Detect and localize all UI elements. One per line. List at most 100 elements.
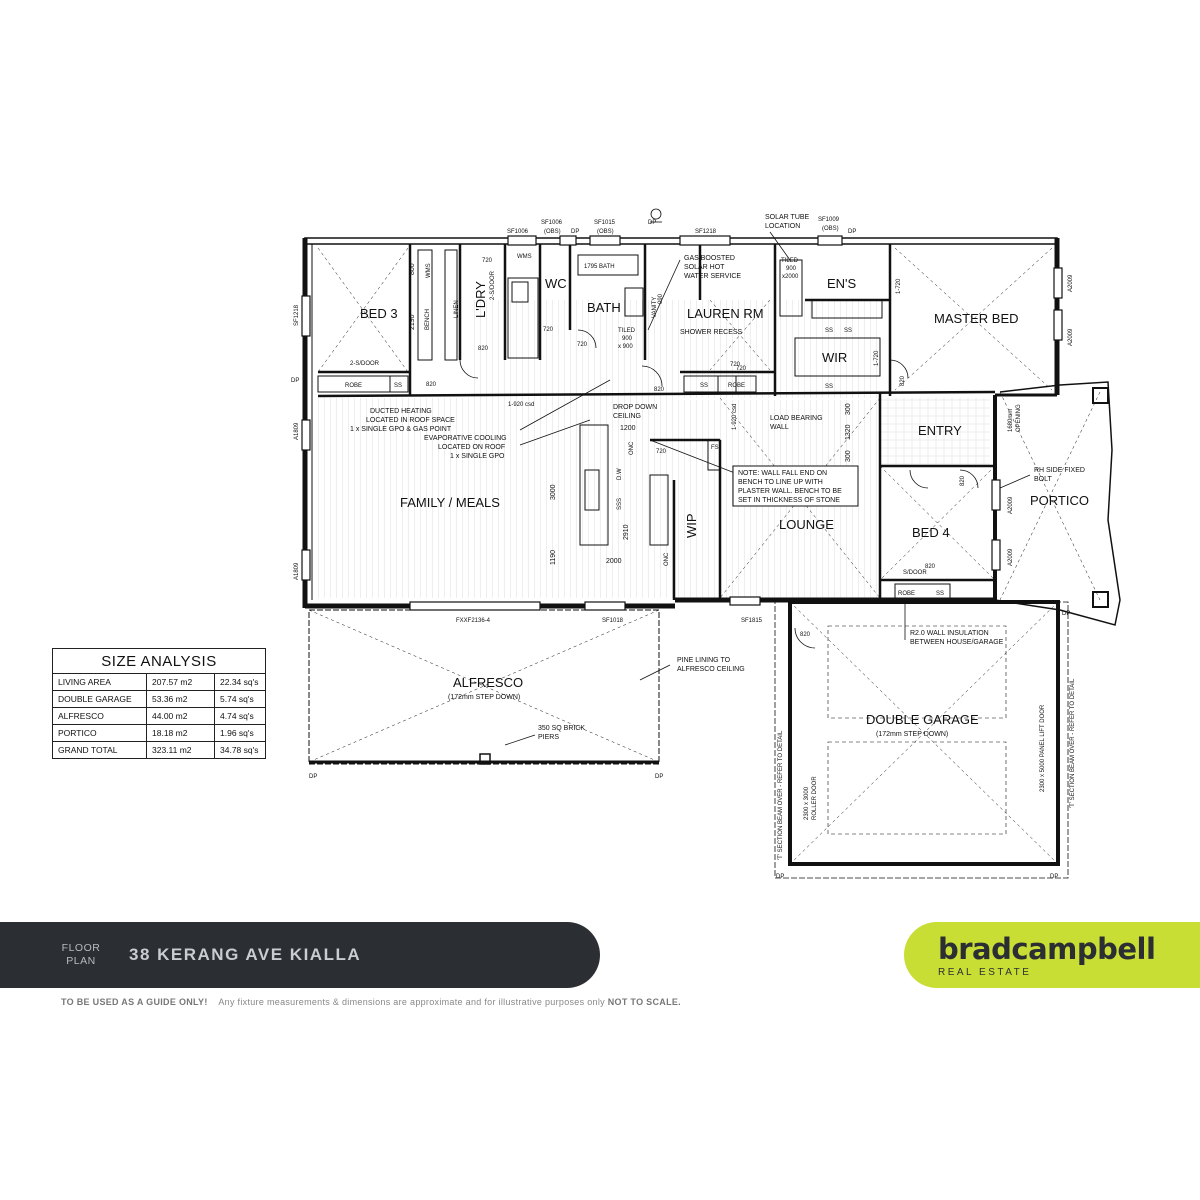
wall-note-line2: BENCH TO LINE UP WITH	[738, 479, 823, 486]
dim-2000: 2000	[606, 558, 622, 565]
dim-1-920-csd: 1-920 csd	[732, 404, 738, 430]
window-fxxf2136: FXXF2136-4	[456, 618, 491, 624]
window-a2009-c: A2009	[1008, 496, 1014, 514]
wall-note-line3: PLASTER WALL. BENCH TO BE	[738, 488, 842, 495]
garage-outline	[774, 600, 1069, 879]
dim-090: 090	[658, 293, 664, 304]
dim-820: 820	[426, 382, 437, 388]
row-sq: 1.96 sq's	[220, 728, 254, 738]
dim-300-b: 300	[845, 450, 852, 462]
note-drop-down-2: CEILING	[613, 413, 641, 420]
downpipe-marker: DP	[1050, 874, 1058, 880]
window-sf1006-obs: SF1006	[541, 220, 563, 226]
table-row: LIVING AREA 207.57 m2 22.34 sq's	[53, 674, 265, 691]
row-label: DOUBLE GARAGE	[53, 691, 147, 707]
alfresco-outline	[308, 609, 660, 765]
room-label-wc: WC	[545, 276, 567, 291]
downpipe-marker: DP	[848, 229, 856, 235]
banner-label-line2: PLAN	[66, 955, 96, 967]
alfresco-step-down: (172mm STEP DOWN)	[448, 694, 520, 701]
logo-subtitle: REAL ESTATE	[938, 967, 1032, 978]
note-ss-2: SS	[700, 383, 708, 389]
note-robe-3: ROBE	[898, 591, 915, 597]
dim-820: 820	[900, 375, 906, 386]
note-beam-right: 'T' SECTION BEAM OVER - REFER TO DETAIL	[1070, 678, 1076, 808]
note-gas-boosted-3: WATER SERVICE	[684, 273, 741, 280]
window-a1809-a: A1809	[294, 422, 300, 440]
dim-1190: 1190	[550, 550, 557, 565]
dim-800: 800	[409, 263, 416, 275]
dim-1320: 1320	[845, 424, 852, 440]
dim-1-920-csd: 1-920 csd	[508, 402, 534, 408]
note-ss-4: SS	[844, 328, 852, 334]
dim-1-720: 1-720	[874, 350, 880, 366]
window-a2009-b: A2009	[1068, 328, 1074, 346]
row-m2: 323.11 m2	[147, 742, 215, 758]
note-rh-side-bolt: RH SIDE FIXED	[1034, 467, 1085, 474]
row-sq: 22.34 sq's	[220, 677, 259, 687]
room-label-family-meals: FAMILY / MEALS	[400, 495, 500, 510]
floor-plan-banner: FLOOR PLAN 38 KERANG AVE KIALLA	[0, 922, 600, 988]
note-sdoor-1: 2-S/DOOR	[350, 361, 380, 367]
window-sf1006: SF1006	[507, 229, 529, 235]
dim-2910: 2910	[623, 524, 630, 540]
dim-1-720: 1-720	[896, 278, 902, 294]
dim-300: 300	[845, 403, 852, 415]
note-load-bearing-2: WALL	[770, 424, 789, 431]
hall-floor-boards	[470, 300, 880, 398]
note-evap-cooling-2: LOCATED ON ROOF	[438, 444, 505, 451]
note-roller-door: 2300 x 3000	[804, 786, 810, 820]
note-opening-2: OPENING	[1016, 404, 1022, 432]
note-opening: 1680mm	[1008, 409, 1014, 432]
note-robe-1: ROBE	[345, 383, 362, 389]
room-label-alfresco: ALFRESCO	[453, 675, 523, 690]
note-ss-5: SS	[825, 384, 833, 390]
disclaimer-guide: TO BE USED AS A GUIDE ONLY!	[61, 997, 208, 1007]
portico-outline	[994, 381, 1121, 626]
dim-1200: 1200	[620, 425, 636, 432]
dim-3000: 3000	[550, 484, 557, 500]
room-label-laundry: L'DRY	[473, 281, 488, 318]
garage-step-down: (172mm STEP DOWN)	[876, 731, 948, 738]
room-label-master-bed: MASTER BED	[934, 311, 1019, 326]
note-wms-1: WMS	[426, 263, 432, 278]
note-pine-lining-2: ALFRESCO CEILING	[677, 666, 745, 673]
brand-logo: bradcampbell REAL ESTATE	[904, 922, 1200, 988]
fixtures	[317, 249, 951, 599]
floor-plan-drawing: BED 3 L'DRY WC BATH LAUREN RM EN'S WIR M…	[291, 208, 1121, 880]
room-label-double-garage: DOUBLE GARAGE	[866, 712, 979, 727]
room-label-bath: BATH	[587, 300, 621, 315]
dim-820: 820	[925, 564, 936, 570]
window-sf1015: SF1015	[594, 220, 616, 226]
window-obs-2: (OBS)	[597, 229, 614, 235]
size-analysis-table: SIZE ANALYSIS LIVING AREA 207.57 m2 22.3…	[52, 648, 266, 759]
wall-note-line4: SET IN THICKNESS OF STONE	[738, 497, 840, 504]
dim-820: 820	[800, 632, 811, 638]
note-tiled-1b: 900	[622, 336, 633, 342]
room-label-lounge: LOUNGE	[779, 517, 834, 532]
table-row: PORTICO 18.18 m2 1.96 sq's	[53, 725, 265, 742]
note-ducted-heating: DUCTED HEATING	[370, 408, 432, 415]
dim-820: 820	[960, 475, 966, 486]
note-onc-1: ONC	[629, 441, 635, 455]
downpipe-marker: DP	[655, 774, 663, 780]
dim-720: 720	[482, 258, 493, 264]
window-obs-3: (OBS)	[822, 226, 839, 232]
room-label-wir: WIR	[822, 350, 847, 365]
window-sf1218-side: SF1218	[294, 304, 300, 326]
row-m2: 44.00 m2	[147, 708, 215, 724]
note-gas-boosted-2: SOLAR HOT	[684, 264, 725, 271]
note-tiled-2b: 900	[786, 266, 797, 272]
note-shower-recess: SHOWER RECESS	[680, 329, 743, 336]
row-m2: 53.36 m2	[147, 691, 215, 707]
note-leaders	[504, 231, 1031, 746]
window-a2009-d: A2009	[1008, 548, 1014, 566]
dim-2190: 2190	[409, 314, 416, 330]
note-wall-insulation: R2.0 WALL INSULATION	[910, 630, 989, 637]
row-m2: 207.57 m2	[147, 674, 215, 690]
note-sss: SSS	[617, 498, 623, 510]
dim-720: 720	[577, 342, 588, 348]
row-label: PORTICO	[53, 725, 147, 741]
downpipe-marker: DP	[291, 378, 299, 384]
dim-820: 820	[478, 346, 489, 352]
